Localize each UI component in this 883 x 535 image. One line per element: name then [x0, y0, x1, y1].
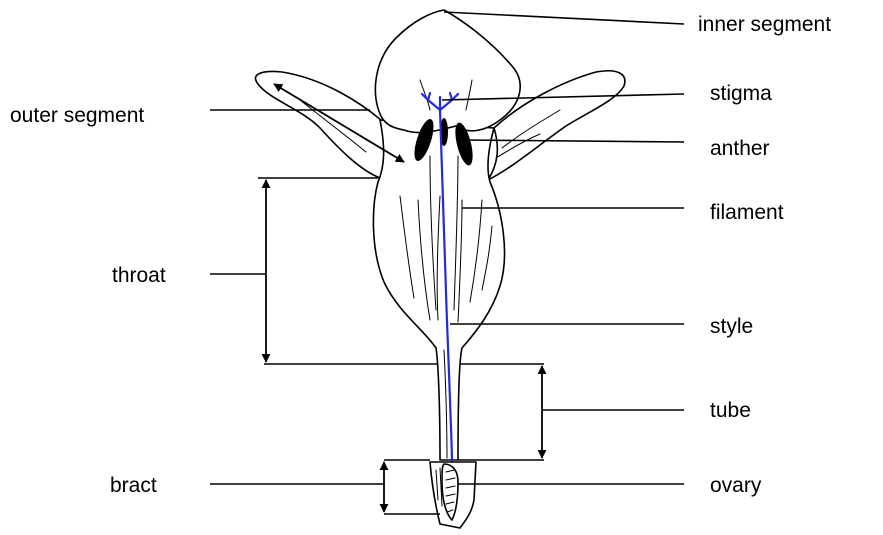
perianth-throat [373, 120, 504, 460]
label-anther: anther [710, 137, 770, 160]
label-outer-segment: outer segment [10, 104, 144, 127]
label-bract: bract [110, 474, 157, 497]
label-ovary: ovary [710, 474, 762, 497]
inner-segment-shape [375, 10, 520, 133]
label-throat: throat [112, 264, 166, 287]
label-inner-segment: inner segment [698, 13, 831, 36]
label-filament: filament [710, 201, 784, 224]
flower-illustration [255, 10, 624, 528]
inner-segment-leader [444, 12, 684, 24]
label-stigma: stigma [710, 82, 772, 105]
label-tube: tube [710, 399, 751, 422]
label-style: style [710, 315, 753, 338]
